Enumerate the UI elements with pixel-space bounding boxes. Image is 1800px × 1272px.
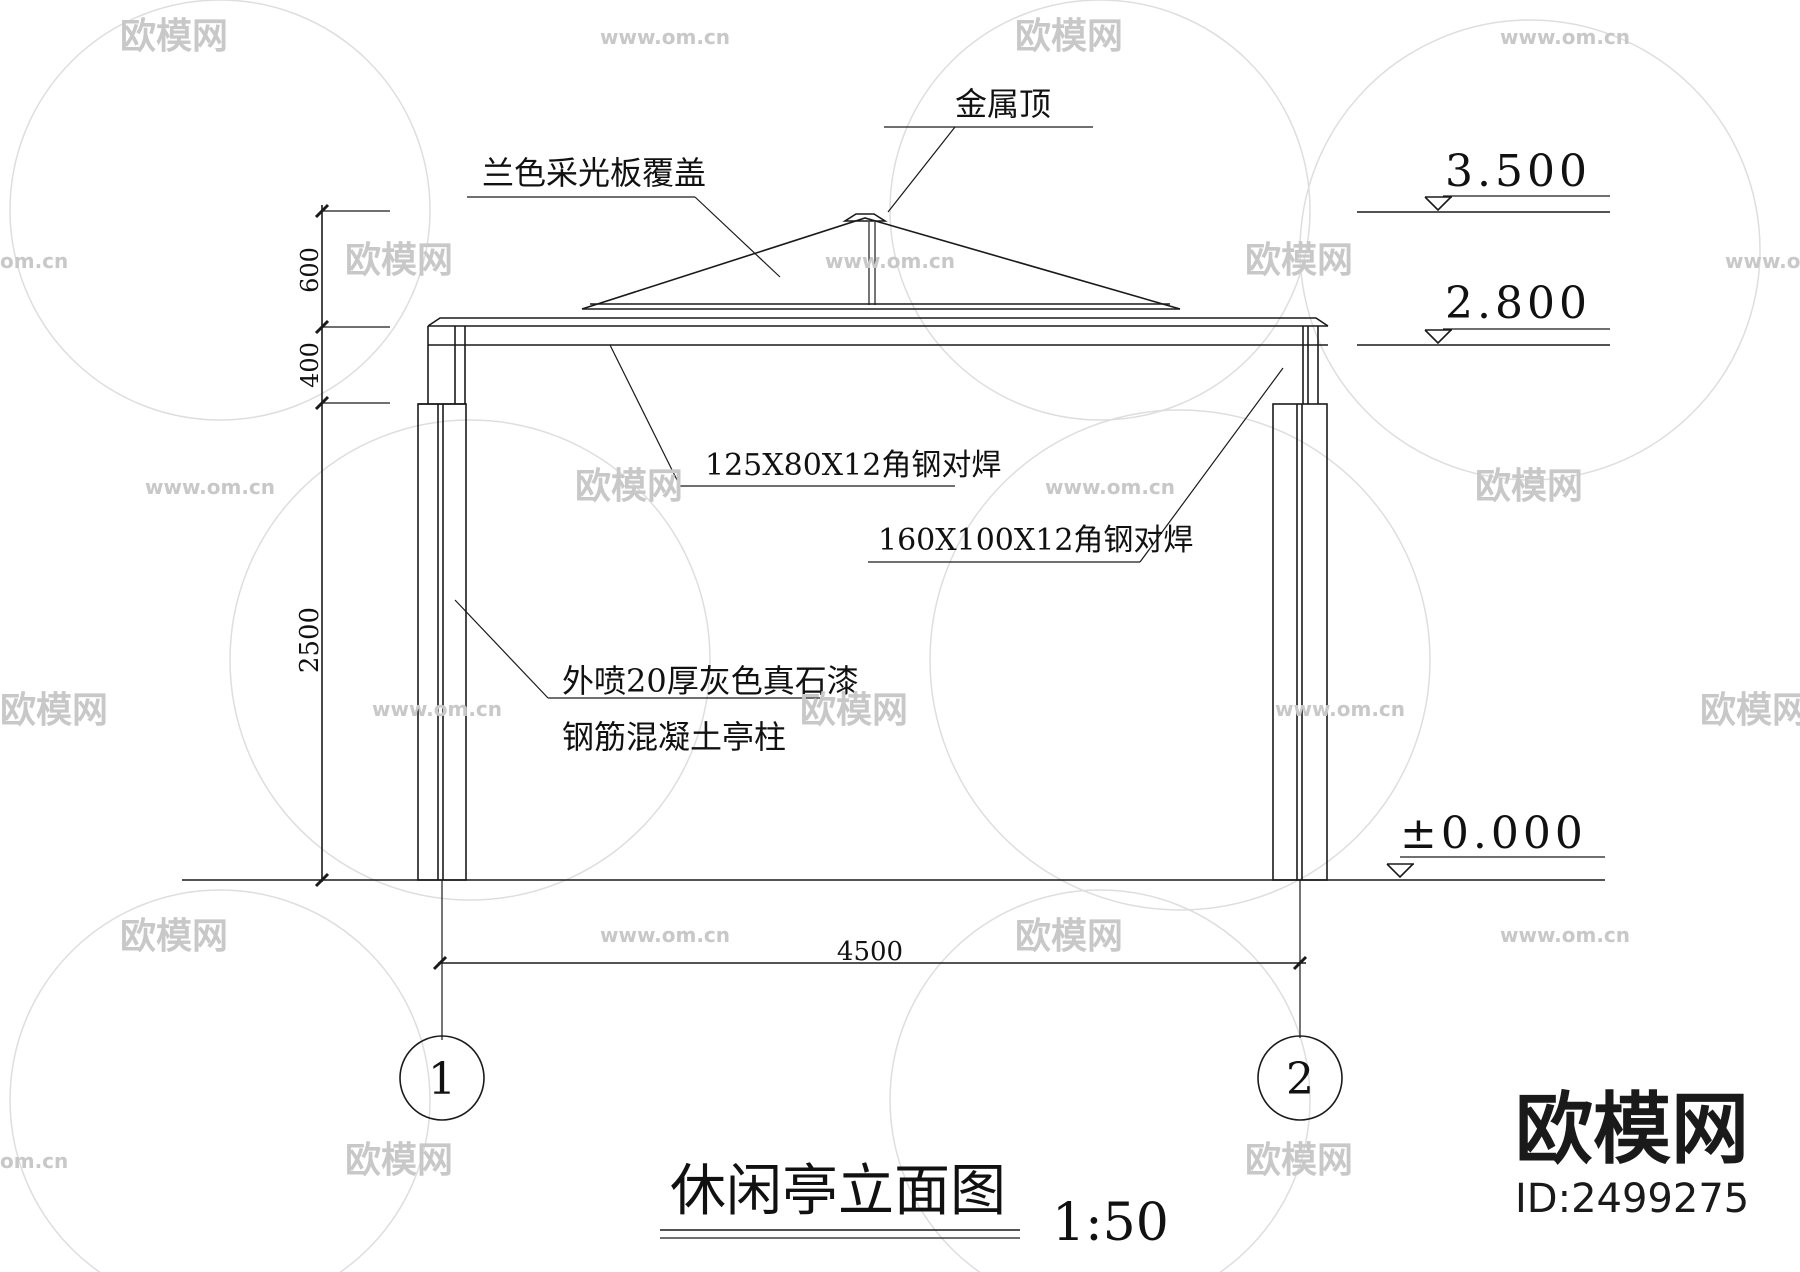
watermark-url-short: om.cn: [0, 1149, 68, 1173]
axis-bubble-1: [399, 1035, 485, 1121]
watermark-brand: 欧模网: [1475, 466, 1583, 507]
elevation-2800: 2.800: [1445, 278, 1591, 329]
drawing-scale: 1:50: [1052, 1193, 1169, 1253]
watermark-url: www.om.cn: [372, 697, 502, 721]
dimension-4500: 4500: [837, 937, 903, 967]
right-column: [1272, 403, 1328, 881]
axis-label-2: 2: [1286, 1054, 1314, 1105]
watermark-url: www.om.cn: [1725, 249, 1800, 273]
elevation-0000: ±0.000: [1400, 808, 1587, 859]
watermark-url: www.om.cn: [1275, 697, 1405, 721]
watermark-url: www.om.cn: [825, 249, 955, 273]
label-angle-steel-1: 125X80X12角钢对焊: [705, 448, 1001, 483]
axis-bubble-2: [1257, 1035, 1343, 1121]
watermark-brand: 欧模网: [345, 240, 453, 281]
watermark-url: www.om.cn: [1500, 923, 1630, 947]
dimension-600: 600: [296, 247, 324, 293]
watermark-texts: 欧模网 欧模网 www.om.cn www.om.cn om.cn 欧模网 ww…: [0, 16, 1800, 1181]
metal-top-cap: [842, 213, 888, 222]
watermark-brand: 欧模网: [345, 1140, 453, 1181]
drawing-title: 休闲亭立面图: [670, 1159, 1006, 1224]
watermark-brand: 欧模网: [1015, 916, 1123, 957]
label-angle-steel-2: 160X100X12角钢对焊: [878, 523, 1193, 558]
watermark-url: www.om.cn: [145, 475, 275, 499]
drawing-lines: [182, 126, 1610, 1239]
watermark-brand: 欧模网: [1245, 240, 1353, 281]
watermark-url: www.om.cn: [600, 25, 730, 49]
annotations: 金属顶 兰色采光板覆盖 125X80X12角钢对焊 160X100X12角钢对焊…: [295, 85, 1591, 1253]
label-metal-top: 金属顶: [955, 85, 1051, 123]
elevation-3500: 3.500: [1445, 146, 1591, 197]
label-blue-panel: 兰色采光板覆盖: [482, 154, 706, 192]
brand-watermark: 欧模网 ID:2499275: [1515, 1085, 1749, 1222]
brand-id: ID:2499275: [1515, 1176, 1749, 1222]
watermark-url: www.om.cn: [1045, 475, 1175, 499]
left-column: [417, 403, 467, 881]
label-column-material: 钢筋混凝土亭柱: [562, 718, 786, 756]
brand-logo-text: 欧模网: [1515, 1085, 1749, 1175]
watermark-url: www.om.cn: [600, 923, 730, 947]
watermark-brand: 欧模网: [120, 16, 228, 57]
watermark-brand: 欧模网: [0, 690, 108, 731]
watermark-url: www.om.cn: [1500, 25, 1630, 49]
label-column-finish: 外喷20厚灰色真石漆: [562, 662, 859, 700]
watermark-brand: 欧模网: [1245, 1140, 1353, 1181]
elev-0000-marker: [1386, 863, 1414, 879]
watermark-brand: 欧模网: [1015, 16, 1123, 57]
watermark-brand: 欧模网: [800, 690, 908, 731]
watermark-brand: 欧模网: [120, 916, 228, 957]
watermark-brand: 欧模网: [1700, 690, 1800, 731]
dimension-2500: 2500: [295, 607, 325, 673]
dimension-400: 400: [296, 342, 324, 388]
watermark-url-short: om.cn: [0, 249, 68, 273]
watermark-brand: 欧模网: [575, 466, 683, 507]
roof-slope: [581, 217, 1181, 310]
axis-label-1: 1: [428, 1054, 456, 1105]
eave-line: [427, 317, 1329, 327]
